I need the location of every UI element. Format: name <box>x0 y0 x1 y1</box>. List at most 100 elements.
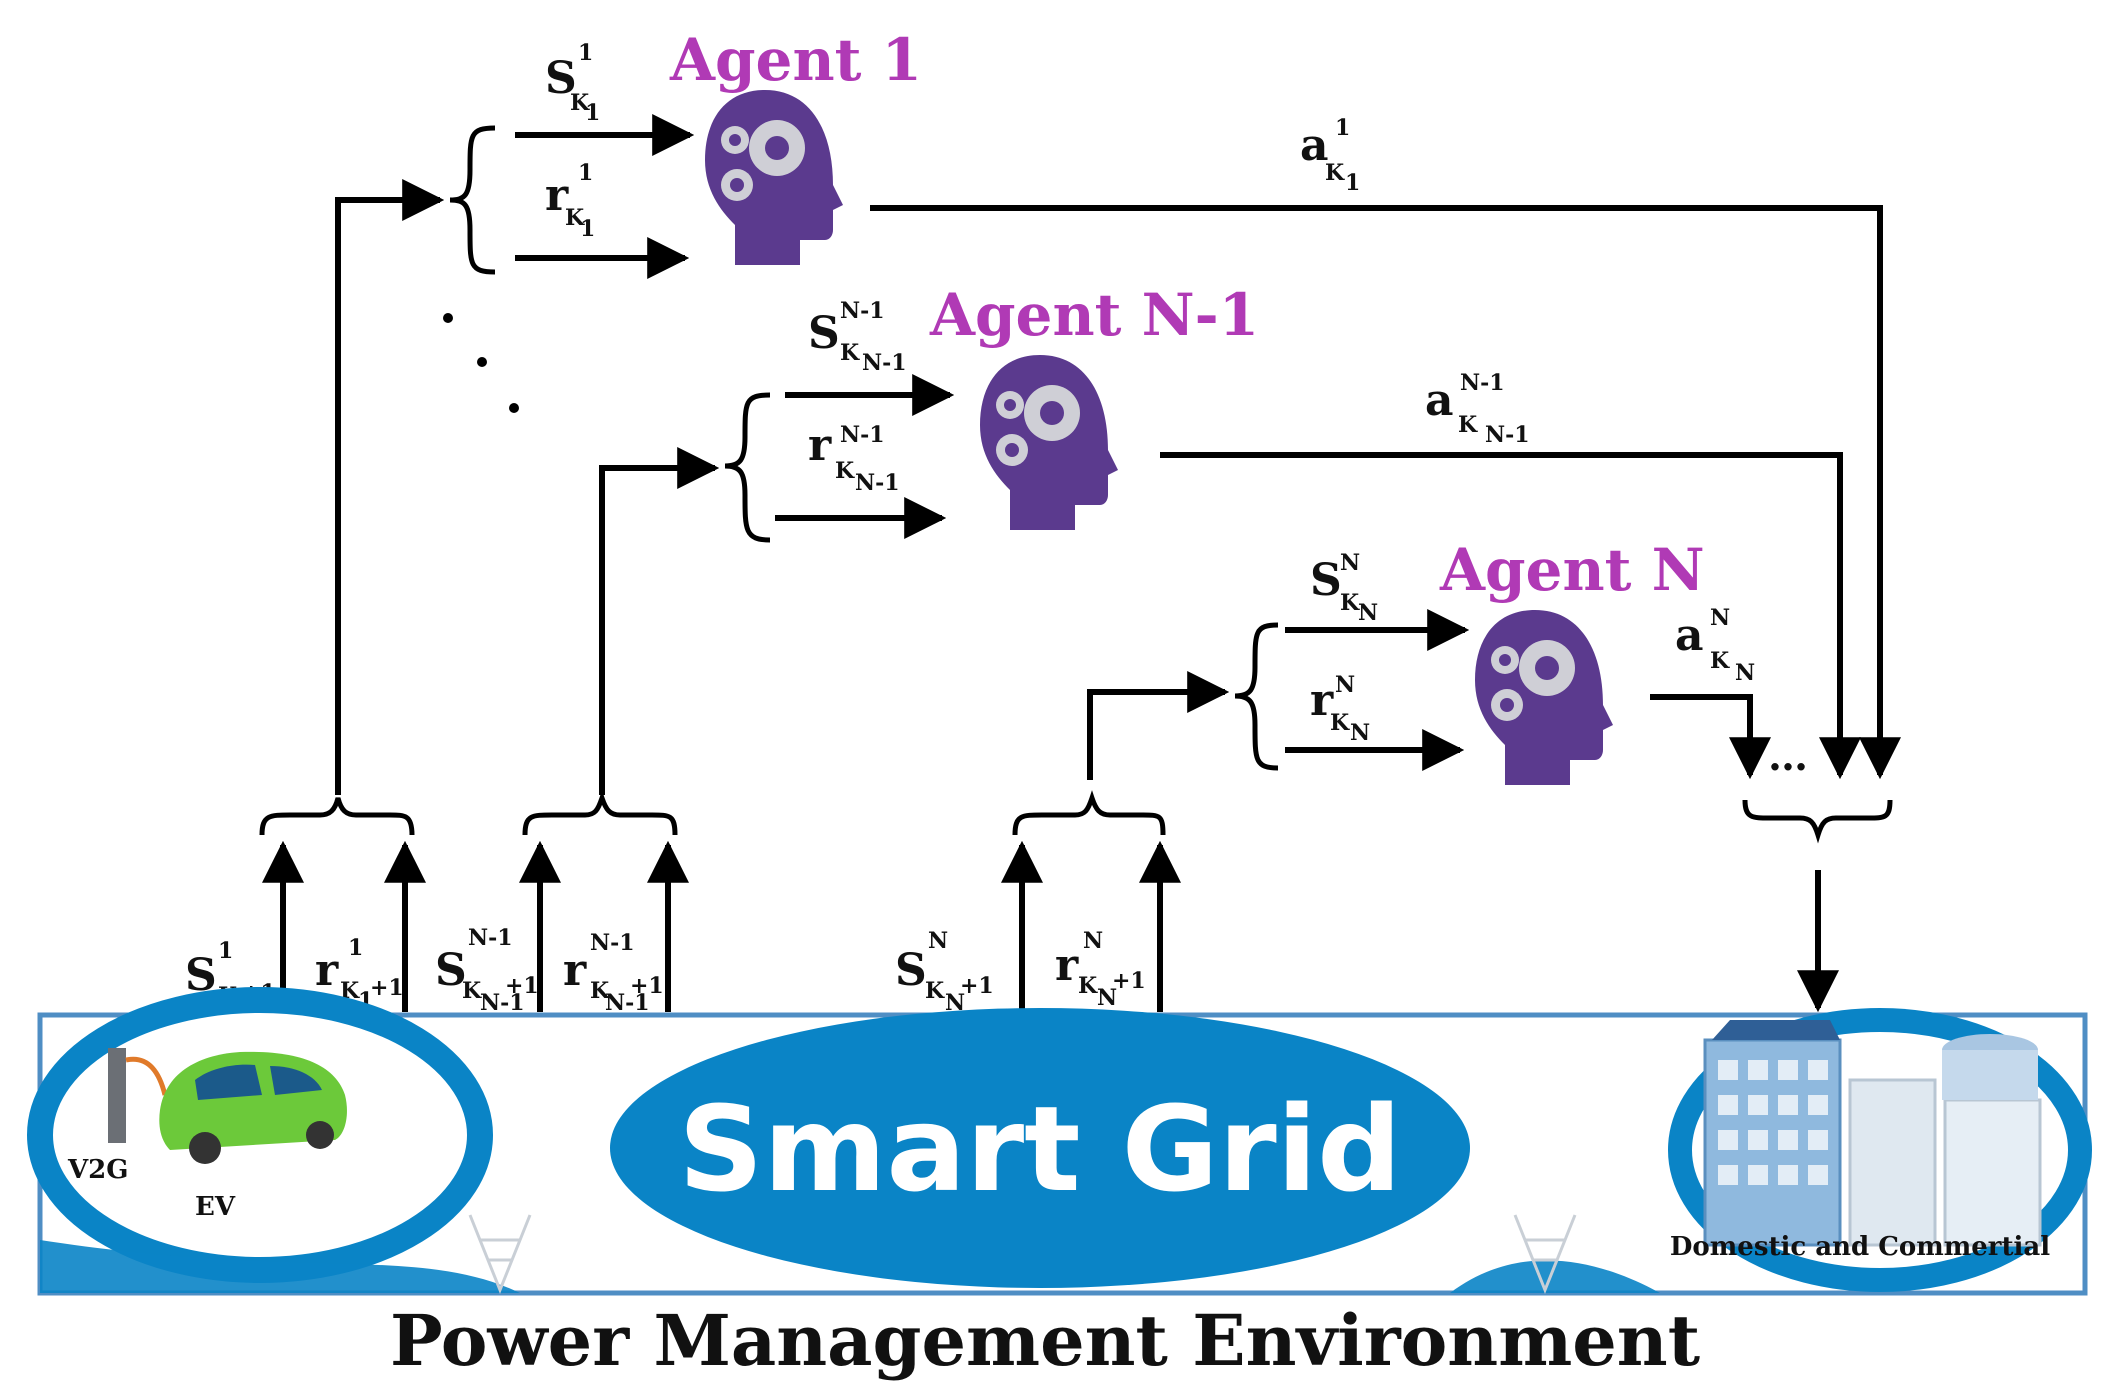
svg-text:K: K <box>1078 973 1098 999</box>
agent-n-action-label: a N K N <box>1675 605 1755 686</box>
svg-text:1: 1 <box>580 216 595 242</box>
feedback-agent-n <box>1001 671 1230 1012</box>
svg-text:N-1: N-1 <box>605 990 650 1016</box>
svg-text:K: K <box>835 458 855 484</box>
agent-n-1-action-arrow <box>1160 452 1861 780</box>
svg-text:S: S <box>545 53 577 104</box>
svg-text:N-1: N-1 <box>862 350 907 376</box>
agent-n-action-arrow <box>1650 694 1771 780</box>
agent-n-group: Agent N S N K N r N K N a N K N … <box>1234 536 1808 785</box>
svg-text:K: K <box>925 978 945 1004</box>
agent-1-group: Agent 1 S 1 K 1 r 1 K 1 a 1 K 1 <box>449 26 1901 780</box>
agent-n-1-reward-label: r N-1 K N-1 <box>808 420 900 496</box>
svg-text:S: S <box>808 308 840 359</box>
agent-n-input-brace <box>1234 622 1279 771</box>
ellipsis-dot-3 <box>509 403 519 413</box>
agent-n-title: Agent N <box>1439 536 1705 604</box>
next-state-rn1-label: r N-1 K N-1 +1 <box>563 930 664 1016</box>
agent-n-1-title: Agent N-1 <box>929 281 1259 349</box>
svg-text:1: 1 <box>585 100 600 126</box>
svg-text:r: r <box>808 420 832 471</box>
svg-text:+1: +1 <box>370 975 404 1001</box>
svg-text:N: N <box>1735 660 1755 686</box>
svg-text:r: r <box>563 945 587 996</box>
next-state-r1-label: r 1 K 1 +1 <box>315 935 404 1014</box>
svg-text:N-1: N-1 <box>840 298 885 324</box>
svg-text:r: r <box>1055 940 1079 991</box>
svg-text:K: K <box>570 90 590 116</box>
svg-text:K: K <box>462 978 482 1004</box>
svg-text:N: N <box>928 928 948 954</box>
svg-text:N-1: N-1 <box>590 930 635 956</box>
svg-text:+1: +1 <box>960 973 994 999</box>
svg-text:K: K <box>1330 710 1350 736</box>
agent-1-action-label: a 1 K 1 <box>1300 115 1360 196</box>
agent-1-title: Agent 1 <box>669 26 922 94</box>
agent-n-1-input-brace <box>724 392 771 543</box>
svg-text:N: N <box>1350 720 1370 746</box>
domestic-label: Domestic and Commertial <box>1670 1232 2050 1262</box>
svg-text:N: N <box>1083 928 1103 954</box>
svg-text:+1: +1 <box>630 973 664 999</box>
ellipsis-dot-2 <box>477 357 487 367</box>
svg-text:N-1: N-1 <box>468 925 513 951</box>
svg-text:r: r <box>315 945 339 996</box>
agent-n-reward-label: r N K N <box>1310 672 1370 746</box>
svg-text:N-1: N-1 <box>1485 422 1530 448</box>
v2g-label: V2G <box>67 1155 128 1185</box>
smart-grid-title: Smart Grid <box>678 1080 1401 1218</box>
svg-text:N-1: N-1 <box>480 990 525 1016</box>
svg-text:1: 1 <box>578 160 593 186</box>
next-state-sn-label: S N K N +1 <box>895 928 994 1016</box>
svg-text:N: N <box>945 990 965 1016</box>
svg-text:N: N <box>1097 985 1117 1011</box>
svg-text:K: K <box>1458 412 1478 438</box>
next-state-sn1-label: S N-1 K N-1 +1 <box>435 925 539 1016</box>
svg-text:N: N <box>1340 550 1360 576</box>
svg-text:K: K <box>1710 648 1730 674</box>
buildings-icon <box>1703 1020 2042 1247</box>
feedback-agent-1 <box>259 179 445 1012</box>
pylon-icon <box>468 1214 532 1295</box>
ev-car-icon <box>108 1048 347 1164</box>
svg-text:+1: +1 <box>1112 968 1146 994</box>
svg-text:r: r <box>545 170 569 221</box>
svg-text:a: a <box>1300 120 1329 171</box>
action-ellipsis: … <box>1768 733 1808 780</box>
svg-text:1: 1 <box>218 938 233 964</box>
agent-1-state-label: S 1 K 1 <box>545 40 600 126</box>
svg-text:1: 1 <box>578 40 593 66</box>
svg-text:a: a <box>1675 610 1704 661</box>
svg-text:N-1: N-1 <box>1460 370 1505 396</box>
smart-grid-panel: Smart Grid <box>27 987 2092 1296</box>
agent-1-action-arrow <box>870 205 1901 780</box>
svg-text:N-1: N-1 <box>855 470 900 496</box>
svg-text:a: a <box>1425 375 1454 426</box>
svg-text:K: K <box>1340 590 1360 616</box>
pylon-icon <box>1513 1214 1577 1295</box>
svg-text:K: K <box>590 978 610 1004</box>
svg-text:1: 1 <box>1335 115 1350 141</box>
svg-text:1: 1 <box>348 935 363 961</box>
svg-text:r: r <box>1310 675 1334 726</box>
svg-text:1: 1 <box>1345 170 1360 196</box>
next-state-rn-label: r N K N +1 <box>1055 928 1146 1011</box>
svg-text:S: S <box>895 945 927 996</box>
agent-1-head-icon <box>705 90 843 265</box>
agent-1-input-brace <box>449 125 496 275</box>
ellipsis-dot-1 <box>443 313 453 323</box>
svg-text:+1: +1 <box>505 973 539 999</box>
feedback-agent-n-1 <box>519 447 720 1012</box>
agent-1-reward-label: r 1 K 1 <box>545 160 595 242</box>
svg-text:K: K <box>1325 160 1345 186</box>
svg-text:K: K <box>565 205 585 231</box>
svg-text:N: N <box>1358 600 1378 626</box>
agent-n-1-group: Agent N-1 S N-1 K N-1 r N-1 K N-1 a N-1 … <box>724 281 1861 780</box>
agent-n-1-state-label: S N-1 K N-1 <box>808 298 907 376</box>
ev-label: EV <box>195 1192 236 1222</box>
agent-n-state-label: S N K N <box>1310 550 1378 626</box>
agent-n-1-action-label: a N-1 K N-1 <box>1425 370 1530 448</box>
svg-text:N-1: N-1 <box>840 422 885 448</box>
svg-text:S: S <box>435 945 467 996</box>
